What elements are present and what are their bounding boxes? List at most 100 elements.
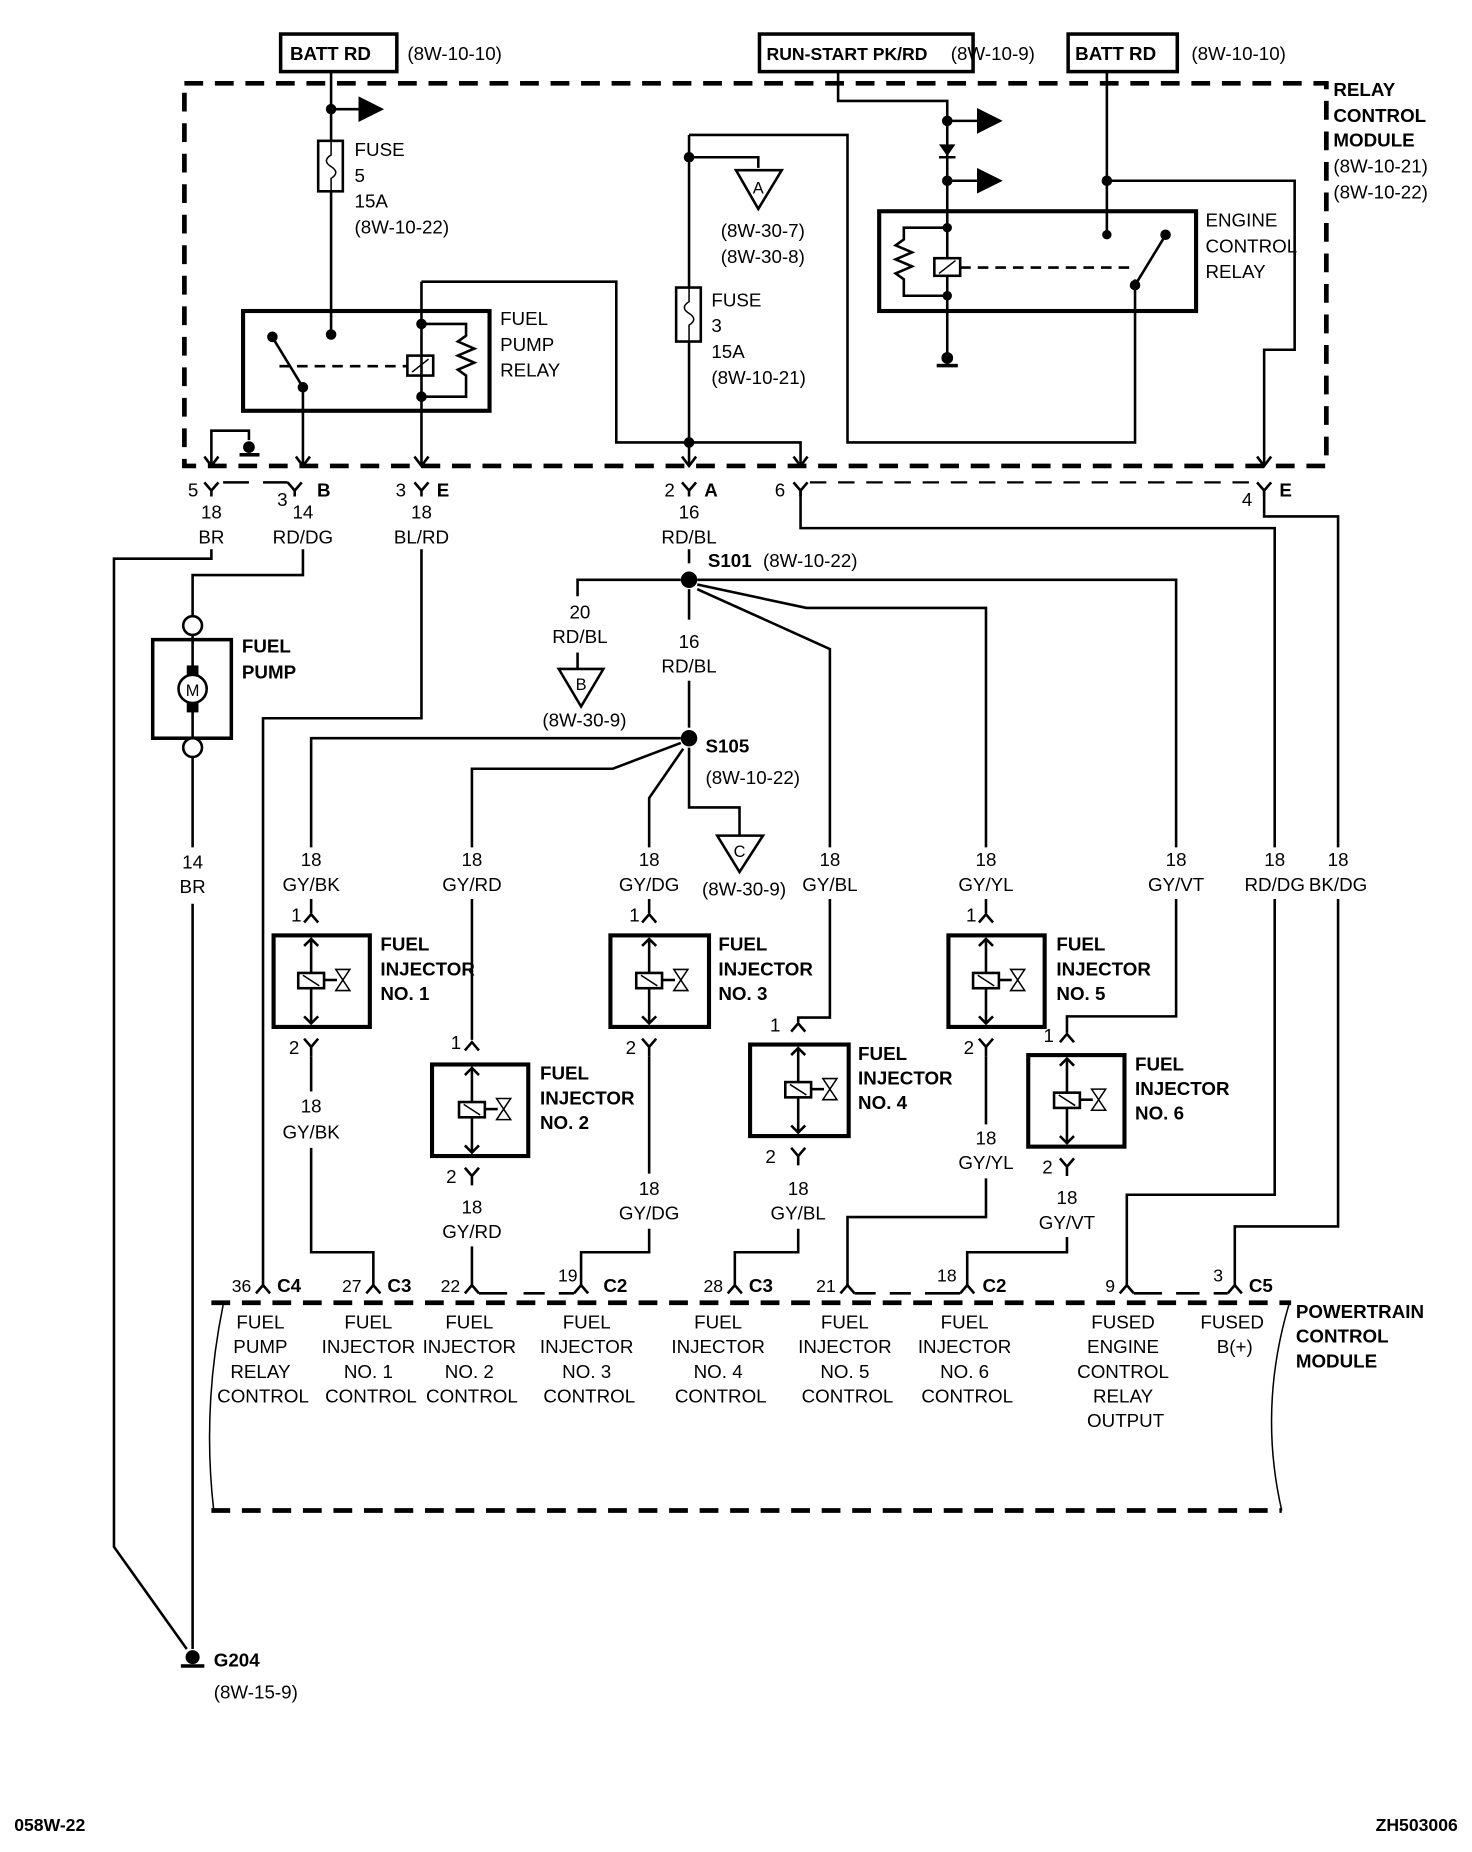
pcm-pin-labels: FUEL PUMP RELAY CONTROL FUEL INJECTOR NO… (217, 1312, 1269, 1432)
svg-text:1: 1 (629, 904, 639, 925)
rcm-connector-row: 5 3 B 3 E 2 A 6 4 E (188, 479, 1292, 509)
svg-text:C4: C4 (277, 1275, 302, 1296)
svg-text:18: 18 (1328, 849, 1349, 870)
svg-text:A: A (753, 180, 764, 198)
svg-text:5: 5 (188, 479, 198, 500)
svg-text:3: 3 (711, 315, 721, 336)
svg-text:FUEL: FUEL (1056, 934, 1105, 955)
svg-text:INJECTOR: INJECTOR (540, 1087, 635, 1108)
svg-text:2: 2 (446, 1166, 456, 1187)
svg-text:14: 14 (182, 851, 203, 872)
footer-right-code: ZH503006 (1376, 1815, 1458, 1835)
svg-text:G204: G204 (214, 1650, 260, 1671)
source-ref: (8W-10-10) (1191, 43, 1286, 64)
svg-text:RELAY: RELAY (1333, 79, 1395, 100)
svg-text:(8W-15-9): (8W-15-9) (214, 1681, 298, 1702)
svg-text:4: 4 (1242, 489, 1252, 510)
svg-text:1: 1 (770, 1015, 780, 1036)
svg-text:2: 2 (1042, 1157, 1052, 1178)
svg-text:POWERTRAIN: POWERTRAIN (1296, 1301, 1424, 1322)
svg-text:S105: S105 (705, 735, 749, 756)
svg-text:18: 18 (819, 849, 840, 870)
svg-text:FUEL: FUEL (500, 308, 548, 329)
svg-text:20: 20 (569, 602, 590, 623)
svg-text:INJECTOR: INJECTOR (1056, 958, 1151, 979)
svg-text:GY/BL: GY/BL (771, 1202, 826, 1223)
relay-control-module-title: RELAY CONTROL MODULE (8W-10-21) (8W-10-2… (1333, 79, 1428, 202)
svg-text:9: 9 (1105, 1276, 1115, 1296)
svg-text:GY/RD: GY/RD (442, 874, 501, 895)
svg-text:NO. 2: NO. 2 (540, 1112, 589, 1133)
ground-icon (936, 352, 958, 368)
ground-icon (239, 441, 260, 457)
svg-text:RD/DG: RD/DG (1244, 874, 1304, 895)
svg-text:NO. 3: NO. 3 (718, 983, 767, 1004)
svg-text:2: 2 (765, 1146, 775, 1167)
svg-text:GY/DG: GY/DG (619, 1202, 679, 1223)
svg-text:18: 18 (301, 1096, 322, 1117)
ground-g204: G204 (8W-15-9) (180, 1650, 298, 1702)
svg-text:18: 18 (1166, 849, 1187, 870)
pcm-label-fused-b-plus: FUSED B(+) (1200, 1312, 1269, 1358)
svg-text:3: 3 (277, 489, 287, 510)
fuel-injector-3: 1 FUEL INJECTOR NO. 3 2 (608, 904, 813, 1058)
svg-text:B: B (576, 676, 587, 694)
svg-text:(8W-10-21): (8W-10-21) (711, 367, 806, 388)
svg-text:FUEL: FUEL (858, 1043, 907, 1064)
svg-text:S101: S101 (708, 550, 752, 571)
svg-text:FUEL: FUEL (1135, 1053, 1184, 1074)
diode-icon (939, 144, 956, 157)
svg-text:5: 5 (355, 165, 365, 186)
svg-text:2: 2 (289, 1037, 299, 1058)
svg-text:CONTROL: CONTROL (1333, 105, 1426, 126)
fuel-injector-4: 1 FUEL INJECTOR NO. 4 2 (748, 1015, 953, 1167)
svg-text:C: C (734, 843, 746, 861)
svg-text:A: A (704, 479, 718, 500)
svg-text:NO. 4: NO. 4 (858, 1092, 908, 1113)
svg-text:(8W-30-9): (8W-30-9) (702, 878, 786, 899)
fuel-injector-2: 1 FUEL INJECTOR NO. 2 2 (429, 1032, 635, 1187)
svg-text:INJECTOR: INJECTOR (718, 958, 813, 979)
svg-text:C2: C2 (982, 1275, 1006, 1296)
svg-text:C3: C3 (387, 1275, 411, 1296)
source-batt-left: BATT RD (8W-10-10) (278, 32, 502, 74)
svg-text:18: 18 (788, 1178, 809, 1199)
source-ref: (8W-10-10) (407, 43, 502, 64)
svg-text:27: 27 (342, 1276, 362, 1296)
svg-text:GY/BK: GY/BK (282, 1121, 340, 1142)
svg-text:(8W-10-22): (8W-10-22) (763, 550, 858, 571)
svg-text:2: 2 (964, 1037, 974, 1058)
svg-text:18: 18 (201, 502, 222, 523)
svg-text:INJECTOR: INJECTOR (1135, 1078, 1230, 1099)
svg-text:MODULE: MODULE (1333, 130, 1414, 151)
svg-text:18: 18 (411, 502, 432, 523)
svg-text:21: 21 (816, 1276, 836, 1296)
svg-text:MODULE: MODULE (1296, 1350, 1377, 1371)
svg-text:18: 18 (461, 849, 482, 870)
svg-text:15A: 15A (711, 341, 745, 362)
svg-text:18: 18 (937, 1266, 957, 1286)
pcm-label-injector-2: FUEL INJECTOR NO. 2 CONTROL (423, 1312, 522, 1407)
svg-text:C2: C2 (603, 1275, 627, 1296)
svg-text:CONTROL: CONTROL (1205, 235, 1297, 256)
splice-s101 (680, 571, 698, 588)
svg-text:E: E (1279, 479, 1292, 500)
fuse-5: FUSE 5 15A (8W-10-22) (316, 139, 449, 238)
svg-text:(8W-10-22): (8W-10-22) (705, 767, 800, 788)
svg-text:C3: C3 (749, 1275, 773, 1296)
svg-text:FUEL: FUEL (718, 934, 767, 955)
svg-text:18: 18 (301, 849, 322, 870)
svg-text:18: 18 (1057, 1187, 1078, 1208)
svg-text:GY/BL: GY/BL (802, 874, 857, 895)
wire-labels-row: 18 GY/BK 18 GY/RD 18 GY/DG 18 GY/BL 18 G… (282, 849, 1367, 895)
source-batt-right: BATT RD (8W-10-10) (1066, 32, 1286, 74)
svg-text:2: 2 (626, 1037, 636, 1058)
connector-a: A (8W-30-7) (8W-30-8) (721, 168, 805, 267)
svg-text:NO. 5: NO. 5 (1056, 983, 1105, 1004)
rcm-terminal-arrows (203, 455, 1273, 469)
svg-text:FUSE: FUSE (711, 289, 761, 310)
source-label: RUN-START PK/RD (767, 44, 928, 64)
pcm-label-injector-4: FUEL INJECTOR NO. 4 CONTROL (671, 1312, 770, 1407)
connector-c: C (8W-30-9) (702, 834, 786, 899)
svg-text:RD/DG: RD/DG (273, 526, 333, 547)
